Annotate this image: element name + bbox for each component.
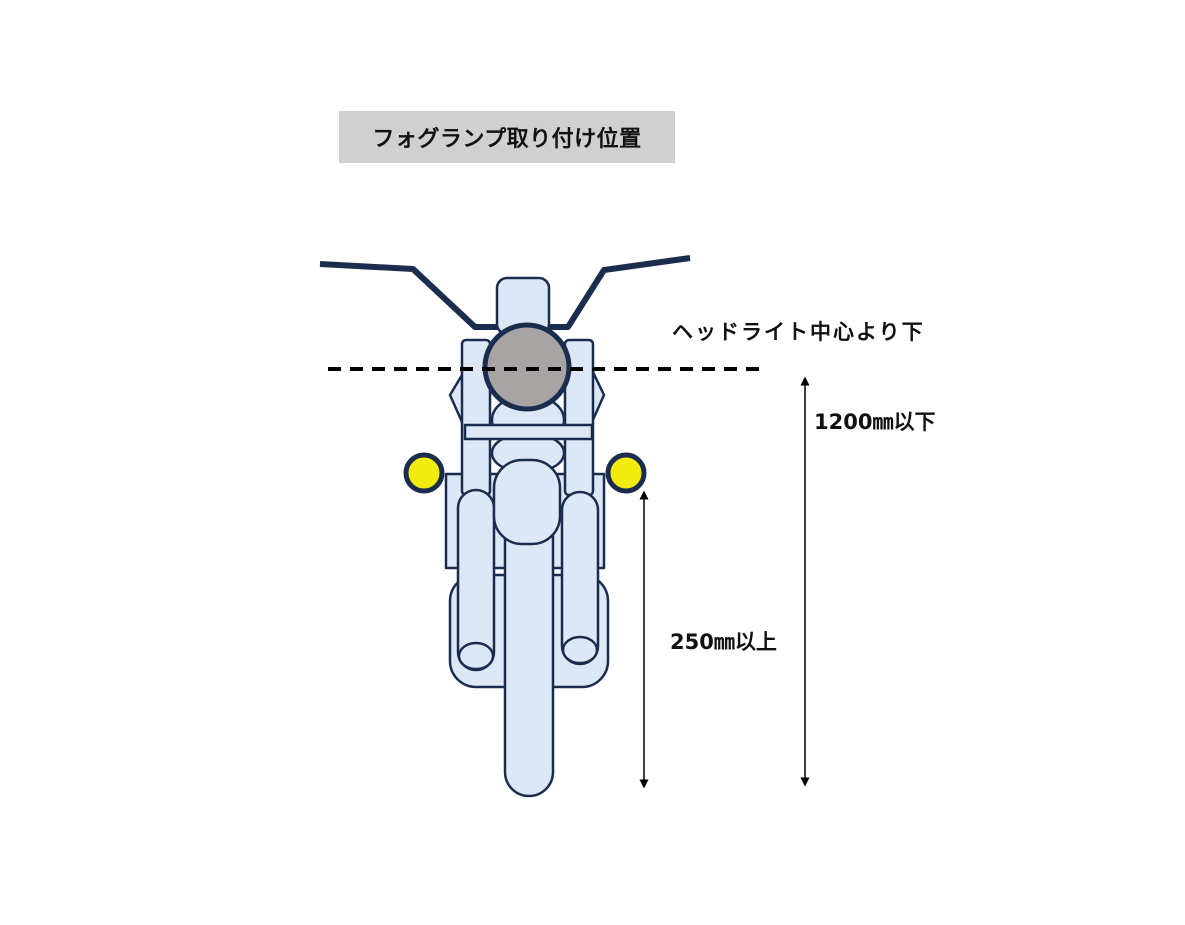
mudguard [492, 458, 562, 546]
fog-lamp-right [605, 452, 647, 494]
headlight-center-label: ヘッドライト中心より下 [672, 320, 925, 344]
front-tire [503, 508, 555, 798]
fork-bracket [463, 423, 594, 441]
min-height-label: 250㎜以上 [670, 630, 777, 654]
fog-lamp-left [403, 452, 445, 494]
right-fork-end [561, 635, 599, 665]
handlebar-left [319, 261, 498, 330]
diagram-title: フォグランプ取り付け位置 [339, 111, 675, 163]
max-height-label: 1200㎜以下 [814, 410, 936, 434]
handlebar-right [548, 255, 691, 330]
left-fork-end [457, 641, 495, 671]
